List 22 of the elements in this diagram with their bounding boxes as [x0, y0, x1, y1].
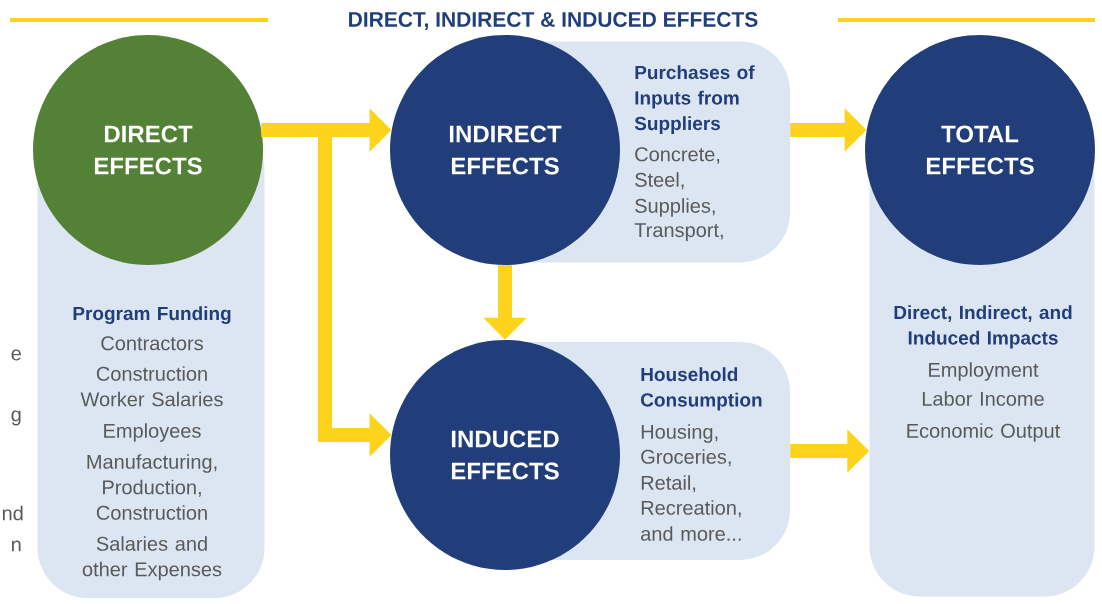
list-item: Contractors — [101, 336, 203, 351]
list-item: Employees — [104, 423, 201, 442]
list-item: Economic Output — [907, 423, 1061, 442]
list-item: Labor Income — [922, 391, 1044, 406]
list-item: and more... — [641, 526, 741, 541]
list-item: Supplies, — [635, 198, 715, 217]
list-item: Manufacturing, Production, Construction — [87, 454, 217, 520]
list-item: Housing, — [641, 424, 718, 443]
title: DIRECT, INDIRECT & INDUCED EFFECTS — [349, 12, 758, 30]
list-item: Groceries, — [641, 449, 731, 467]
panel-heading: Household Consumption — [641, 367, 762, 411]
panel-heading: Purchases of Inputs from Suppliers — [634, 65, 755, 134]
list-item: Construction Worker Salaries — [80, 366, 223, 407]
list-item: Retail, — [641, 475, 696, 493]
list-item: Concrete, — [635, 147, 720, 164]
panel-heading: Program Funding — [73, 306, 231, 324]
list-item: Recreation, — [641, 500, 741, 518]
panel-heading: Direct, Indirect, and Induced Impacts — [894, 305, 1072, 349]
list-item: Salaries and other Expenses — [82, 536, 222, 581]
list-item: Steel, — [635, 172, 684, 190]
list-item: Transport, — [634, 223, 723, 242]
list-item: Employment — [929, 362, 1039, 381]
